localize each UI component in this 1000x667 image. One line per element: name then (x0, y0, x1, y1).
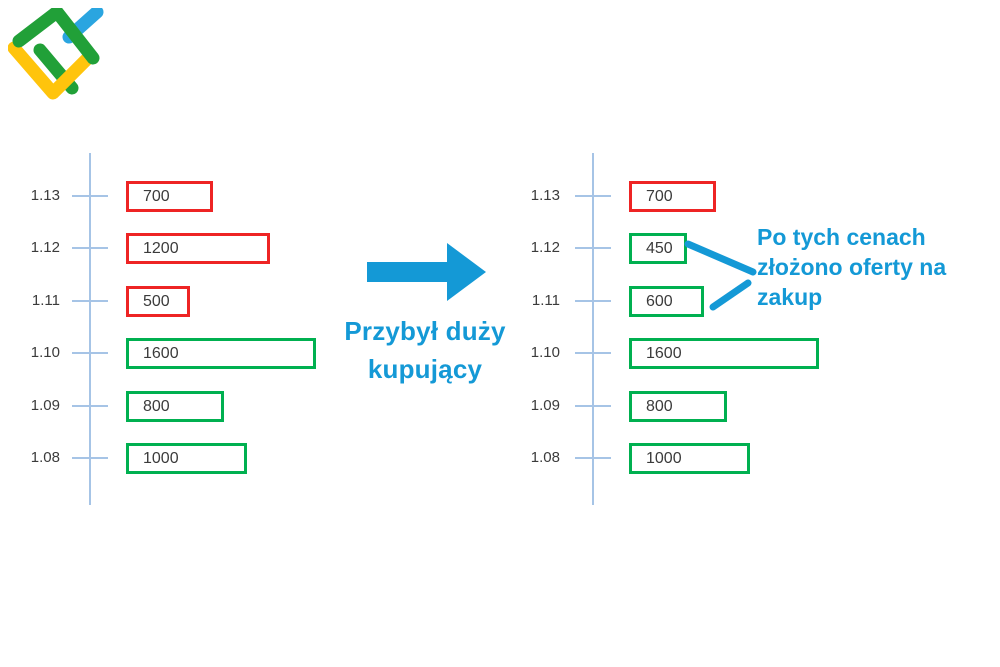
order-book-after-price-label: 1.11 (531, 292, 560, 309)
order-book-after-price-label: 1.09 (530, 397, 560, 414)
order-book-after-order-bar: 600 (629, 286, 704, 317)
annotation-line3: zakup (757, 284, 823, 310)
order-book-after-order-bar: 450 (629, 233, 687, 264)
order-book-after-tick-mark (575, 405, 611, 407)
order-book-after-price-label: 1.13 (530, 187, 560, 204)
transition-caption-line2: kupujący (367, 354, 483, 384)
order-book-before-price-label: 1.08 (30, 449, 60, 466)
order-book-before-tick-mark (72, 247, 108, 249)
order-book-before-tick-mark (72, 300, 108, 302)
transition-caption: Przybył duży kupujący (327, 312, 523, 388)
annotation-line2: złożono oferty na (757, 254, 947, 280)
order-book-after-price-axis (592, 153, 594, 505)
order-book-after-tick-mark (575, 457, 611, 459)
order-book-before-tick-mark (72, 352, 108, 354)
annotation-connector-lines (684, 240, 757, 311)
order-book-before-order-bar: 1600 (126, 338, 316, 369)
order-book-before-order-bar: 1000 (126, 443, 247, 474)
liteforex-logo-icon (8, 8, 104, 100)
annotation-text: Po tych cenach złożono oferty na zakup (757, 222, 977, 312)
order-book-before-order-bar: 1200 (126, 233, 270, 264)
order-book-before-price-label: 1.09 (30, 397, 60, 414)
order-book-before-tick-mark (72, 195, 108, 197)
order-book-before-price-label: 1.11 (31, 292, 60, 309)
order-book-before-price-axis (89, 153, 91, 505)
order-book-before-price-label: 1.10 (30, 344, 60, 361)
order-book-after-order-bar: 1000 (629, 443, 750, 474)
order-book-before-price-label: 1.13 (30, 187, 60, 204)
transition-caption-line1: Przybył duży (344, 316, 506, 346)
order-book-after-order-bar: 700 (629, 181, 716, 212)
order-book-before-tick-mark (72, 405, 108, 407)
order-book-before-order-bar: 800 (126, 391, 224, 422)
order-book-after-tick-mark (575, 195, 611, 197)
order-book-after-tick-mark (575, 352, 611, 354)
annotation-line1: Po tych cenach (757, 224, 926, 250)
order-book-after-tick-mark (575, 247, 611, 249)
order-book-after-order-bar: 800 (629, 391, 727, 422)
order-book-before-order-bar: 500 (126, 286, 190, 317)
order-book-after-price-label: 1.12 (530, 239, 560, 256)
order-book-after-order-bar: 1600 (629, 338, 819, 369)
order-book-before-price-label: 1.12 (30, 239, 60, 256)
order-book-after-tick-mark (575, 300, 611, 302)
order-book-after-price-label: 1.10 (530, 344, 560, 361)
order-book-after-price-label: 1.08 (530, 449, 560, 466)
transition-arrow-icon (367, 243, 486, 301)
order-book-before-order-bar: 700 (126, 181, 213, 212)
order-book-before-tick-mark (72, 457, 108, 459)
